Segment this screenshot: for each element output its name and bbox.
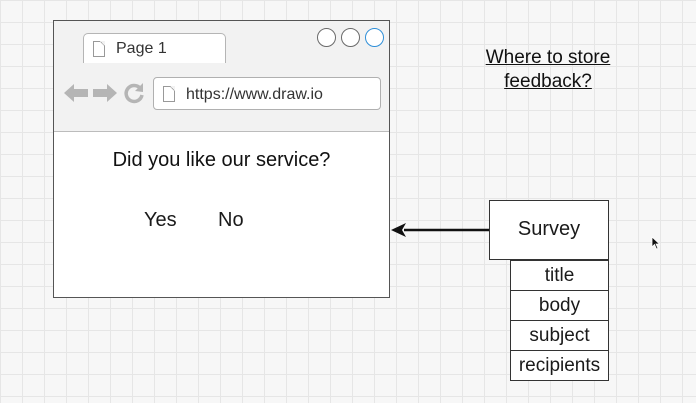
- yes-option[interactable]: Yes: [144, 209, 177, 231]
- no-option[interactable]: No: [218, 209, 244, 231]
- survey-field-subject: subject: [511, 320, 608, 350]
- mouse-cursor-icon: [651, 236, 661, 250]
- note-text: Where to store feedback?: [463, 46, 633, 94]
- survey-question: Did you like our service?: [112, 149, 331, 171]
- tab-label: Page 1: [116, 40, 167, 57]
- forward-arrow-icon[interactable]: [92, 82, 118, 104]
- url-text: https://www.draw.io: [186, 86, 323, 103]
- survey-entity[interactable]: Survey: [489, 200, 609, 260]
- window-button-2[interactable]: [341, 28, 360, 47]
- window-button-1[interactable]: [317, 28, 336, 47]
- survey-title: Survey: [517, 218, 581, 240]
- reload-icon[interactable]: [123, 82, 145, 104]
- survey-field-body: body: [511, 290, 608, 320]
- arrow-connector: [391, 223, 489, 237]
- browser-chrome: Page 1 https://www.draw.io: [54, 21, 389, 132]
- back-arrow-icon[interactable]: [63, 82, 89, 104]
- window-button-3[interactable]: [365, 28, 384, 47]
- survey-fields: title body subject recipients: [510, 260, 609, 381]
- page-icon: [163, 86, 175, 102]
- survey-field-recipients: recipients: [511, 350, 608, 380]
- note-line-1: Where to store: [485, 47, 611, 68]
- note-line-2: feedback?: [504, 71, 592, 92]
- address-bar[interactable]: https://www.draw.io: [153, 77, 381, 110]
- page-icon: [93, 41, 105, 57]
- browser-mockup: Page 1 https://www.draw.io Did you like …: [53, 20, 390, 298]
- survey-field-title: title: [511, 260, 608, 290]
- browser-tab[interactable]: Page 1: [83, 33, 226, 63]
